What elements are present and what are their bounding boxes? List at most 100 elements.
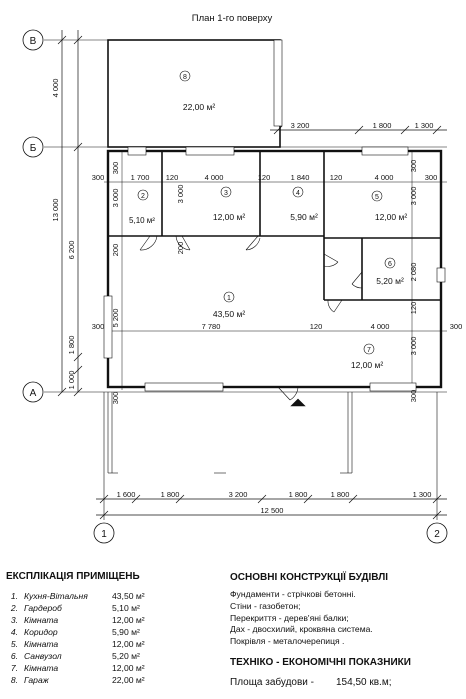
- room-number-circle: [179, 70, 191, 82]
- row-number: 2.: [10, 603, 18, 613]
- construction-line: Покрівля - металочерепиця .: [230, 636, 345, 646]
- dim-tick: [73, 352, 83, 362]
- garage-walls: [107, 39, 281, 148]
- door-room3: [175, 235, 191, 251]
- dim-tick: [175, 494, 185, 504]
- dim-label: 1 840: [291, 173, 310, 182]
- dim-label: 200: [176, 242, 185, 255]
- dim-label: 300: [111, 392, 120, 405]
- plan-title: План 1-го поверху: [192, 13, 273, 24]
- door-bath: [351, 271, 363, 289]
- door-room5: [323, 253, 339, 267]
- row-name: Санвузол: [24, 651, 62, 661]
- dim-label: 3 000: [176, 185, 185, 204]
- axis-label-1: 1: [101, 529, 107, 540]
- constructions-title: ОСНОВНІ КОНСТРУКЦІЇ БУДІВЛІ: [230, 572, 388, 583]
- dim-label: 1 300: [415, 121, 434, 130]
- porch: [107, 392, 353, 474]
- dim-label: 3 000: [111, 189, 120, 208]
- dim-label: 4 000: [51, 79, 60, 98]
- garage-side: [273, 39, 283, 127]
- row-number: 8.: [10, 675, 18, 685]
- room-number-circle: [292, 186, 304, 198]
- room-number: 6: [388, 261, 392, 268]
- dim-label: 300: [425, 173, 438, 182]
- axis-marker-1: [93, 522, 115, 544]
- dim-label: 12 500: [261, 506, 284, 515]
- room-number: 5: [375, 194, 379, 201]
- row-number: 1.: [10, 591, 18, 601]
- room-area: 5,90 м²: [290, 212, 318, 222]
- door-room7: [327, 299, 343, 313]
- dim-label: 120: [409, 302, 418, 315]
- row-area: 43,50 м²: [112, 591, 145, 601]
- axis-label-b: Б: [30, 143, 37, 154]
- explication-title: ЕКСПЛІКАЦІЯ ПРИМІЩЕНЬ: [6, 571, 140, 582]
- dim-label: 120: [166, 173, 179, 182]
- dim-label: 120: [330, 173, 343, 182]
- room-area: 12,00 м²: [351, 360, 383, 370]
- indicators-title: ТЕХНІКО - ЕКОНОМІЧНІ ПОКАЗНИКИ: [230, 657, 411, 668]
- dim-label: 300: [92, 173, 105, 182]
- floor-plan: План 1-го поверху В Б А 1 2: [22, 13, 462, 544]
- row-number: 4.: [10, 627, 18, 637]
- dim-tick: [257, 494, 267, 504]
- door-room2: [139, 235, 158, 251]
- room-area: 5,20 м²: [376, 276, 404, 286]
- dim-tick: [432, 125, 442, 135]
- area-value: 154,50 кв.м;: [336, 677, 392, 688]
- dim-tick: [400, 125, 410, 135]
- row-area: 5,20 м²: [112, 651, 140, 661]
- axis-marker-b: [22, 136, 44, 158]
- dim-label: 300: [450, 322, 463, 331]
- window-south-2: [369, 382, 417, 392]
- house-walls: [106, 149, 443, 389]
- entrance-door: [277, 386, 299, 401]
- axis-label-v: В: [30, 36, 37, 47]
- room-number: 7: [367, 347, 371, 354]
- row-number: 7.: [10, 663, 18, 673]
- dim-tick: [73, 387, 83, 397]
- room-number-circle: [223, 291, 235, 303]
- dim-tick: [57, 387, 67, 397]
- dim-label: 4 000: [375, 173, 394, 182]
- room-area: 43,50 м²: [213, 309, 245, 319]
- entrance-arrow: [290, 398, 306, 407]
- dim-label: 2 080: [409, 263, 418, 282]
- window-south-1: [144, 382, 224, 392]
- room-number: 3: [224, 190, 228, 197]
- dim-label: 1 300: [413, 490, 432, 499]
- dim-label: 1 600: [117, 490, 136, 499]
- dimension-labels: 3 200 1 800 1 300 4 000 13 000 6 200 1 8…: [51, 79, 462, 515]
- room-number-circle: [137, 189, 149, 201]
- room-number-circle: [371, 190, 383, 202]
- dim-label: 13 000: [51, 199, 60, 222]
- axis-marker-2: [426, 522, 448, 544]
- dim-label: 4 000: [371, 322, 390, 331]
- doors: [139, 235, 363, 407]
- axis-marker-v: [22, 29, 44, 51]
- axis-label-2: 2: [434, 529, 440, 540]
- dim-tick: [432, 494, 442, 504]
- row-area: 5,90 м²: [112, 627, 140, 637]
- dim-label: 120: [258, 173, 271, 182]
- room-area: 5,10 м²: [129, 216, 155, 225]
- axis-label-a: А: [30, 388, 37, 399]
- room-number: 1: [227, 295, 231, 302]
- dim-label: 300: [409, 160, 418, 173]
- window-west: [103, 295, 113, 359]
- dim-label: 3 200: [229, 490, 248, 499]
- dim-tick: [57, 35, 67, 45]
- room-area: 12,00 м²: [213, 212, 245, 222]
- dim-label: 1 700: [131, 173, 150, 182]
- dim-label: 1 800: [67, 336, 76, 355]
- room-labels: 8 22,00 м² 2 5,10 м² 3 12,00 м² 4 5,90 м…: [129, 70, 407, 370]
- window-room3: [185, 146, 235, 156]
- dim-label: 300: [92, 322, 105, 331]
- dim-tick: [73, 35, 83, 45]
- dim-label: 120: [310, 322, 323, 331]
- door-corridor: [245, 235, 261, 251]
- row-area: 22,00 м²: [112, 675, 145, 685]
- dim-tick: [99, 494, 109, 504]
- area-label: Площа забудови -: [230, 677, 314, 688]
